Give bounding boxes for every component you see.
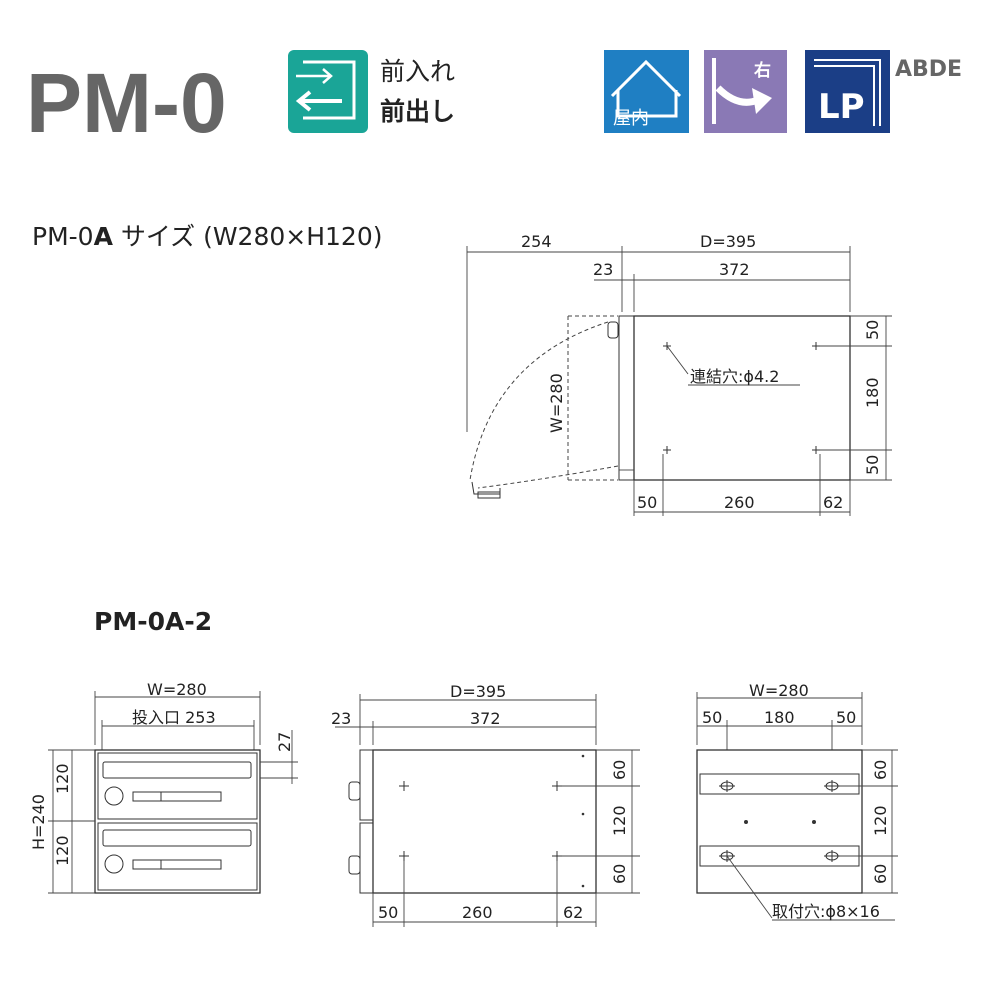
front-view-drawing: W=280 投入口 253 27 H=240 120 120: [29, 680, 298, 894]
side-dim-r2: 120: [610, 805, 629, 836]
front-dim-height: H=240: [29, 794, 48, 850]
back-hole-label: 取付穴:ϕ8×16: [772, 902, 880, 921]
side-dim-front: 23: [331, 709, 351, 728]
back-dim-r3: 60: [871, 864, 890, 884]
back-dim-t1: 50: [702, 708, 722, 727]
front-in-label: 前入れ: [380, 57, 455, 86]
svg-text:屋内: 屋内: [613, 108, 649, 129]
svg-text:右: 右: [754, 60, 771, 81]
side-dim-r3: 60: [610, 864, 629, 884]
dim-b1: 50: [637, 493, 657, 512]
back-dim-t2: 180: [764, 708, 795, 727]
back-dim-width: W=280: [749, 681, 809, 700]
side-dim-b1: 50: [378, 903, 398, 922]
side-dim-b3: 62: [563, 903, 583, 922]
front-dim-27: 27: [275, 732, 294, 752]
pm0a2-title: PM-0A-2: [94, 607, 212, 636]
front-in-out-icon: [288, 50, 368, 133]
right-hinge-icon: 右: [704, 50, 787, 133]
back-dim-r1: 60: [871, 760, 890, 780]
dim-swing: 254: [521, 232, 552, 251]
back-dim-r2: 120: [871, 805, 890, 836]
dim-body: 372: [719, 260, 750, 279]
side-dim-r1: 60: [610, 760, 629, 780]
dim-b2: 260: [724, 493, 755, 512]
dim-r3: 50: [863, 455, 882, 475]
front-dim-width: W=280: [147, 680, 207, 699]
lp-icon: LP: [805, 50, 890, 133]
dim-width: W=280: [547, 373, 566, 433]
hole-label: 連結穴:ϕ4.2: [690, 367, 779, 386]
front-dim-upper: 120: [53, 763, 72, 794]
dim-b3: 62: [823, 493, 843, 512]
dim-r2: 180: [863, 377, 882, 408]
side-dim-body: 372: [470, 709, 501, 728]
side-view-drawing: D=395 23 372 60 120 60 50 260: [331, 682, 640, 927]
model-title: PM-0: [26, 56, 227, 150]
side-dim-depth: D=395: [450, 682, 506, 701]
dim-front: 23: [593, 260, 613, 279]
side-dim-b2: 260: [462, 903, 493, 922]
dim-depth: D=395: [700, 232, 756, 251]
indoor-icon: 屋内: [604, 50, 689, 133]
size-title: PM-0A サイズ (W280×H120): [32, 222, 383, 251]
variants-label: ABDE: [895, 57, 962, 82]
front-dim-slot: 投入口 253: [132, 708, 216, 727]
top-view-drawing: 254 D=395 23 372 W=280 連結穴:ϕ4.2: [466, 232, 892, 516]
svg-text:LP: LP: [818, 87, 865, 127]
back-dim-t3: 50: [836, 708, 856, 727]
front-dim-lower: 120: [53, 835, 72, 866]
back-view-drawing: W=280 50 180 50 60 120 60 取付: [696, 681, 898, 921]
dim-r1: 50: [863, 320, 882, 340]
front-out-label: 前出し: [380, 97, 455, 126]
